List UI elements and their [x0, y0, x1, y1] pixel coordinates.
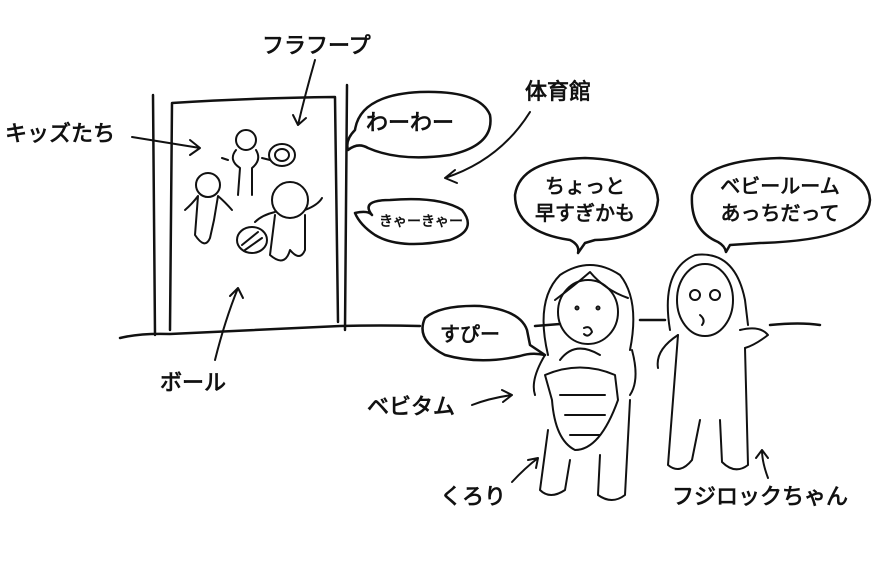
kids-figures [184, 129, 323, 262]
label-hula-hoop: フラフープ [262, 34, 371, 59]
bubble-kurori-line2: 早すぎかも [535, 201, 635, 225]
bubble-supii: すぴー [440, 322, 500, 346]
bubble-kyaakyaa: きゃーきゃー [379, 214, 463, 230]
label-baby-tam: ベビタム [367, 395, 456, 420]
label-gym: 体育館 [525, 80, 592, 105]
speech-bubbles [346, 90, 872, 362]
floor-line [118, 318, 822, 340]
bubble-waawaa: わーわー [366, 111, 455, 136]
label-kurori: くろり [440, 485, 507, 510]
bubble-kurori-line1: ちょっと [545, 174, 625, 198]
fujirock-figure [656, 253, 769, 471]
label-kids: キッズたち [5, 122, 116, 147]
gym-door [151, 83, 349, 337]
label-ball: ボール [160, 371, 227, 396]
label-fujirock: フジロックちゃん [672, 485, 849, 510]
bubble-fuji-line1: ベビールーム [720, 174, 840, 198]
pointer-arrows [131, 59, 769, 483]
bubble-fuji-line2: あっちだって [720, 201, 840, 225]
kurori-figure [532, 264, 637, 501]
